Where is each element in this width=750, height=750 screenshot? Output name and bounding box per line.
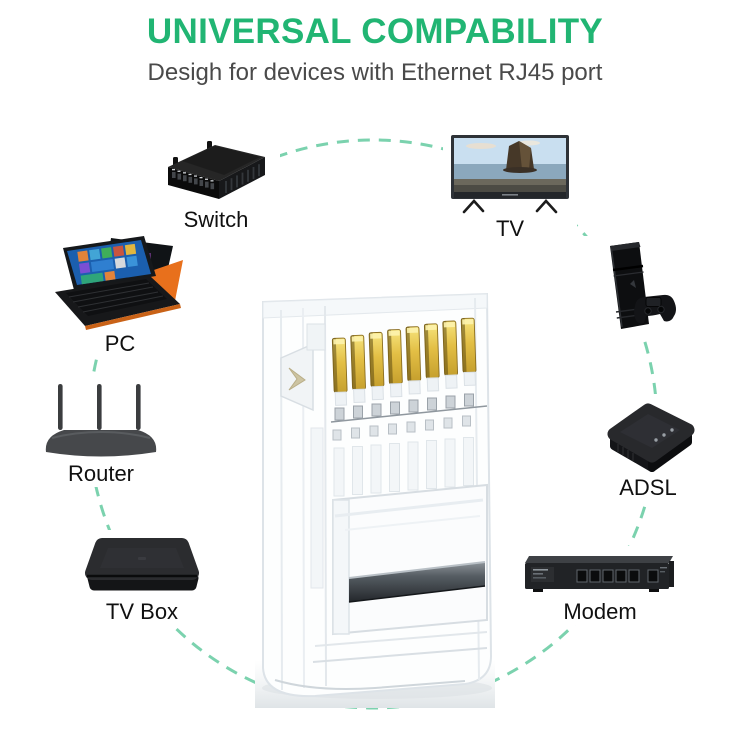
device-pc: PC [50,232,190,357]
device-label: TV [495,216,525,241]
rj45-connector-image [255,288,495,708]
device-label: Modem [563,599,637,624]
device-label: ADSL [619,475,677,500]
device-label: Router [67,461,135,486]
page-title: UNIVERSAL COMPABILITY [146,12,604,51]
tv-icon [451,135,569,214]
tv-box-icon [85,538,199,591]
device-tv: TV [443,133,577,242]
device-adsl: ADSL [584,394,712,501]
page-subtitle: Desigh for devices with Ethernet RJ45 po… [147,59,603,86]
router-icon [45,384,157,457]
device-label: Switch [183,207,249,232]
device-modem: Modem [516,546,684,625]
rack-modem-icon [525,556,674,592]
device-label: TV Box [105,599,179,624]
device-game-console [576,236,688,339]
device-router: Router [40,380,162,487]
device-switch: Switch [152,136,280,233]
header: UNIVERSAL COMPABILITY Desigh for devices… [0,12,750,87]
laptop-icon [55,236,183,330]
game-console-icon [610,242,676,329]
device-tv-box: TV Box [70,530,214,625]
adsl-box-icon [607,403,695,472]
network-switch-icon [168,141,265,199]
device-label: PC [104,331,136,356]
